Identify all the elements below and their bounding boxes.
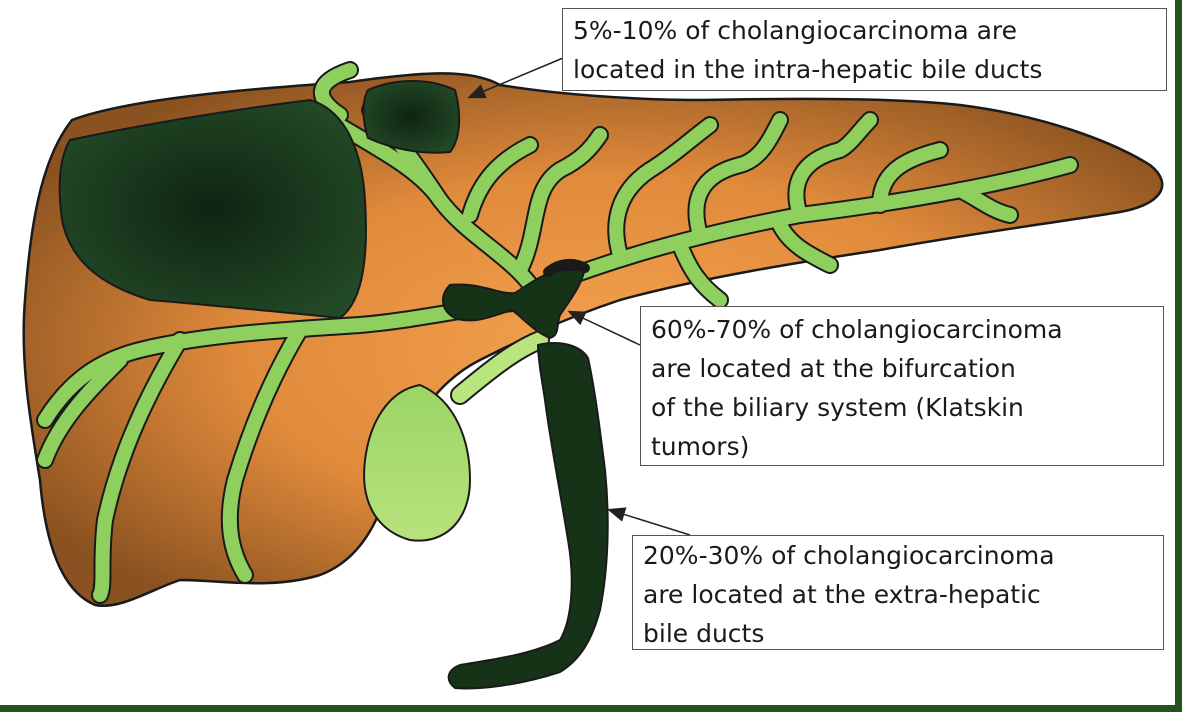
- callout-bifurcation: 60%-70% of cholangiocarcinoma are locate…: [640, 306, 1164, 466]
- arrow-intra: [467, 57, 564, 99]
- callout-intrahepatic: 5%-10% of cholangiocarcinoma are located…: [562, 8, 1167, 91]
- intrahepatic-tumor-large: [58, 98, 367, 320]
- klatskin-tumor: [442, 265, 587, 340]
- callout-extrahepatic: 20%-30% of cholangiocarcinoma are locate…: [632, 535, 1164, 650]
- callout-line: tumors): [651, 432, 750, 461]
- callout-line: are located at the extra-hepatic: [643, 580, 1041, 609]
- callout-line: located in the intra-hepatic bile ducts: [573, 55, 1043, 84]
- intrahepatic-tumor-small: [362, 80, 461, 154]
- callout-line: 20%-30% of cholangiocarcinoma: [643, 541, 1055, 570]
- callout-line: of the biliary system (Klatskin: [651, 393, 1024, 422]
- callout-line: bile ducts: [643, 619, 765, 648]
- callout-line: are located at the bifurcation: [651, 354, 1016, 383]
- callout-line: 5%-10% of cholangiocarcinoma are: [573, 16, 1018, 45]
- callout-line: 60%-70% of cholangiocarcinoma: [651, 315, 1063, 344]
- arrow-bifurcation: [567, 310, 641, 346]
- arrow-extra: [607, 507, 691, 536]
- extrahepatic-tumor: [447, 342, 609, 690]
- gallbladder: [363, 383, 472, 542]
